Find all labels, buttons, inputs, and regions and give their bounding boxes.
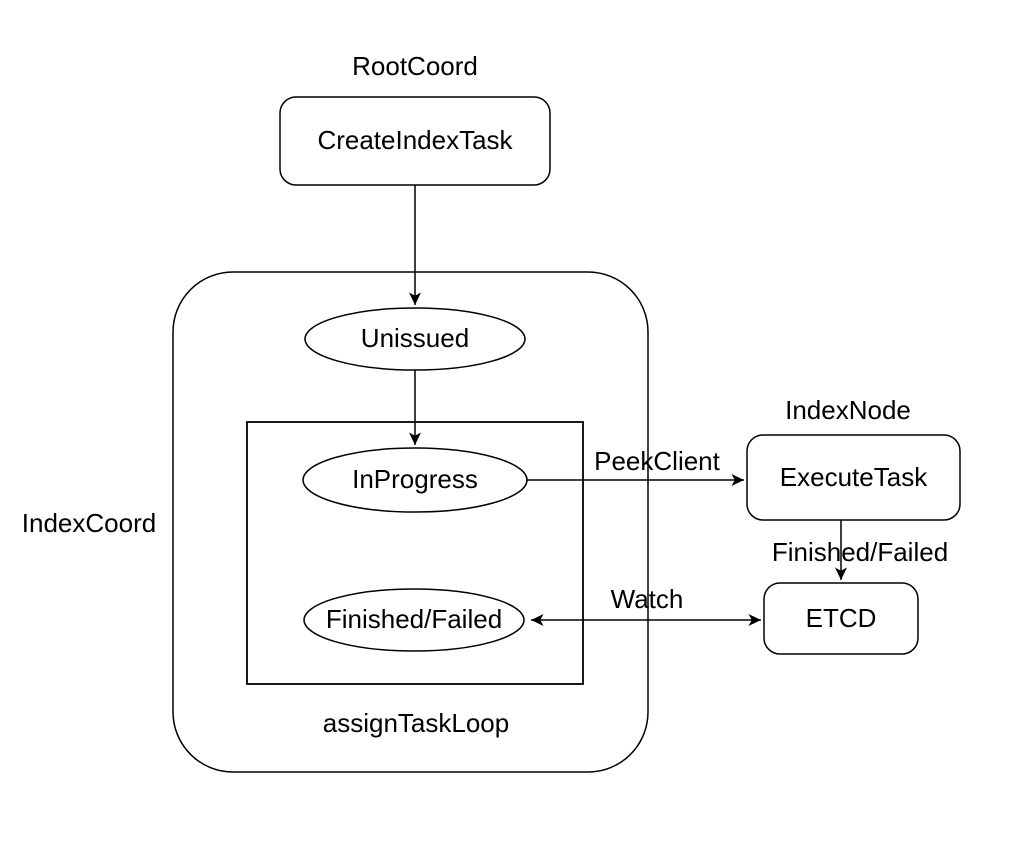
peek-client-edge-label: PeekClient: [594, 446, 720, 476]
execute-task-label: ExecuteTask: [779, 461, 928, 492]
etcd-shape: [763, 582, 919, 655]
execute-task-shape: [746, 434, 961, 521]
unissued-label: Unissued: [360, 323, 470, 354]
finished-failed-label: Finished/Failed: [325, 604, 503, 635]
index-node-group-label: IndexNode: [785, 395, 911, 425]
finished-failed-shape: [303, 588, 525, 652]
finished-failed-edge-label: Finished/Failed: [771, 537, 949, 567]
in-progress-label: InProgress: [352, 464, 478, 495]
root-coord-group-label: RootCoord: [352, 51, 478, 81]
watch-edge-label: Watch: [610, 584, 684, 614]
etcd-label: ETCD: [805, 602, 877, 633]
index-coord-container: [172, 271, 649, 773]
create-index-task-label: CreateIndexTask: [317, 125, 513, 156]
assign-task-loop-group-label: assignTaskLoop: [322, 708, 510, 738]
index-coord-group-label: IndexCoord: [21, 508, 157, 538]
